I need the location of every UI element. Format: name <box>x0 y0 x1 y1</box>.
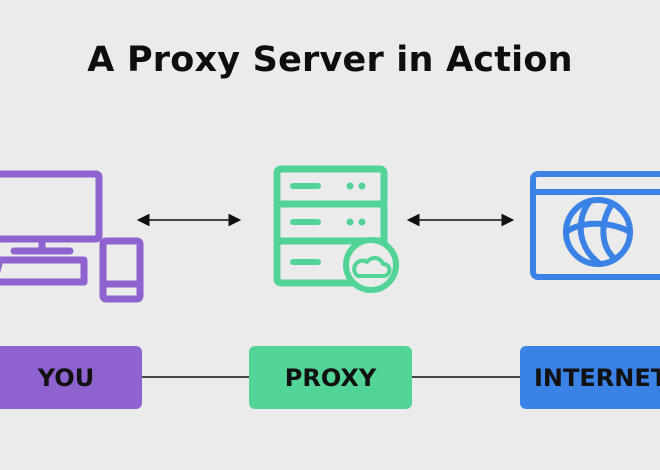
desktop-computer-and-phone-icon <box>0 170 144 303</box>
you-label: YOU <box>0 346 142 409</box>
internet-label: INTERNET <box>520 346 660 409</box>
browser-window-globe-icon <box>530 171 660 280</box>
proxy-label: PROXY <box>249 346 412 409</box>
diagram-title: A Proxy Server in Action <box>87 40 573 80</box>
server-with-cloud-icon <box>273 165 399 293</box>
